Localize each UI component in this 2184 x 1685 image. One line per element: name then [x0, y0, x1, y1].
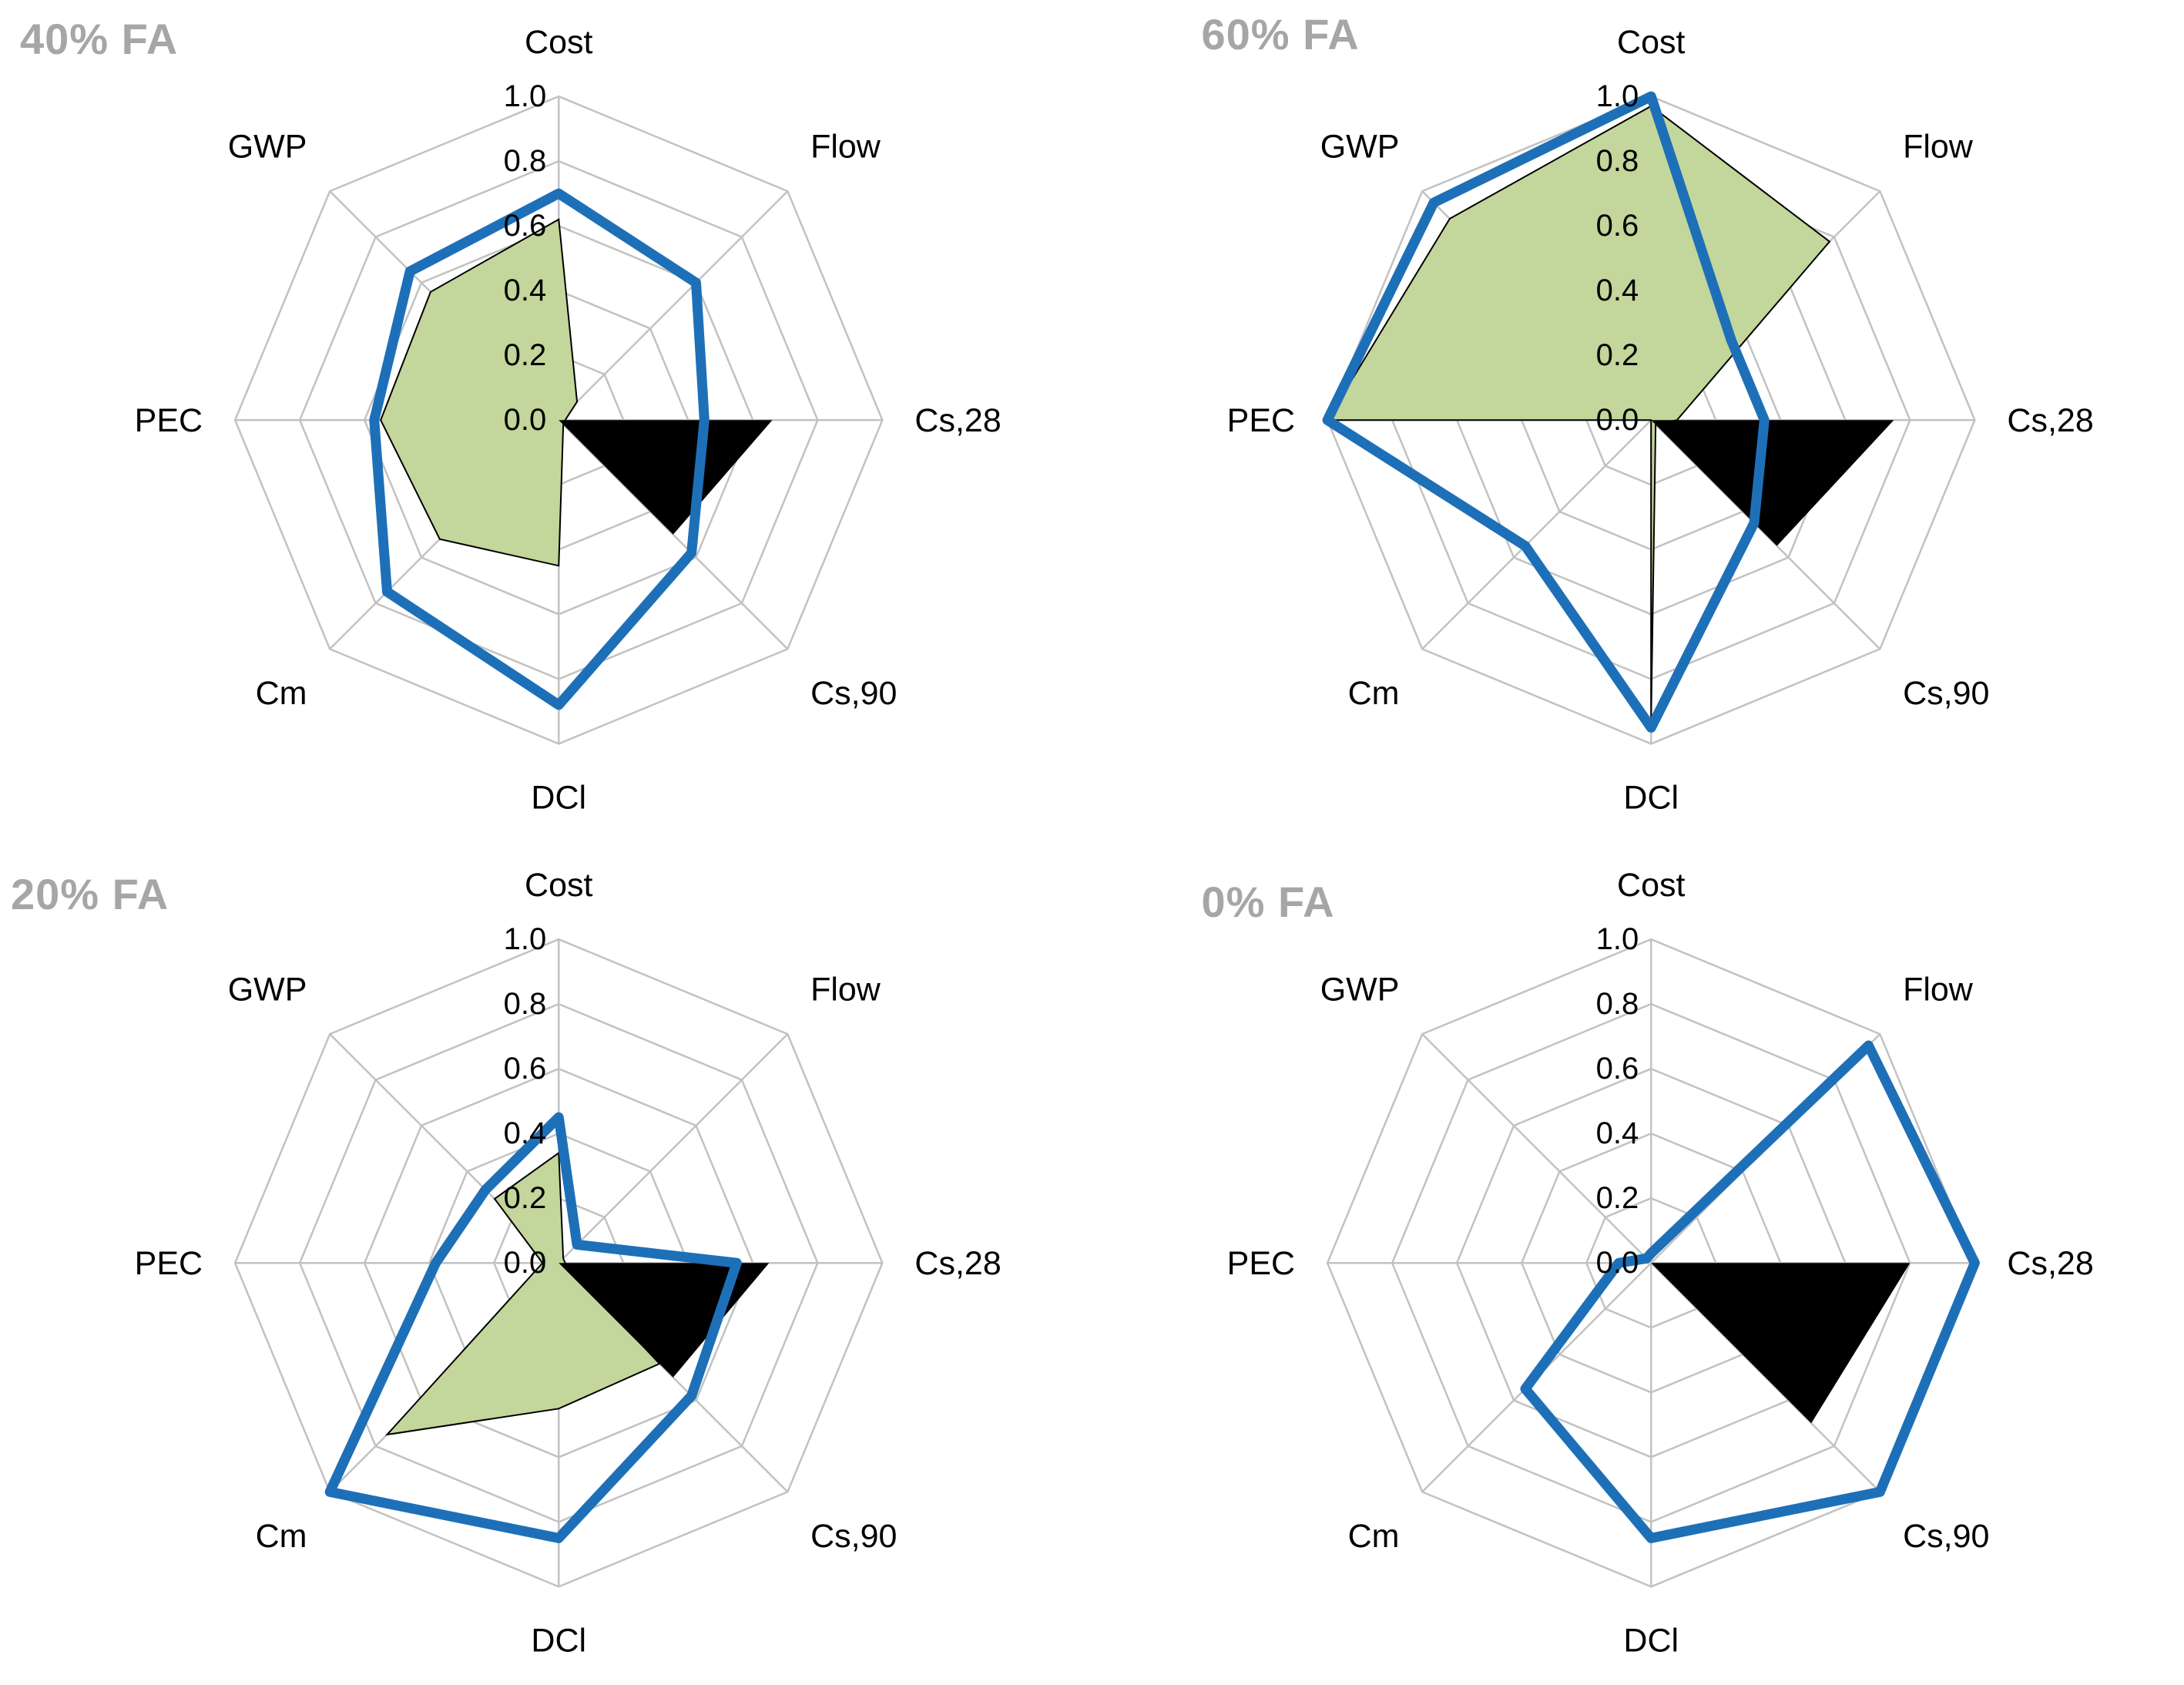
axis-spoke: [558, 1032, 789, 1264]
axis-label-cost: Cost: [525, 24, 592, 61]
radial-tick-label: 0.0: [1595, 403, 1639, 437]
axis-label-pec: PEC: [1226, 402, 1294, 439]
black-wedge-series: [559, 420, 773, 535]
radial-tick-label: 0.4: [1595, 274, 1639, 307]
axis-spoke: [1649, 419, 1880, 650]
axis-label-cs90: Cs,90: [1903, 675, 1989, 712]
grid-ring: [233, 95, 884, 745]
axis-label-cm: Cm: [1347, 675, 1399, 712]
grid-ring: [1585, 1197, 1717, 1329]
green-area-series: [380, 218, 579, 567]
axis-label-dcl: DCl: [1623, 779, 1679, 816]
black-wedge-series: [1650, 420, 1894, 546]
axis-label-flow: Flow: [1903, 128, 1974, 165]
grid-ring: [363, 224, 754, 616]
chart-title-40-fa: 40% FA: [20, 15, 179, 63]
blue-line-series: [324, 1112, 742, 1543]
radial-tick-label: 0.4: [1595, 1116, 1639, 1150]
axis-label-cost: Cost: [1617, 867, 1685, 904]
grid-ring: [1391, 1002, 1911, 1523]
axis-label-gwp: GWP: [1320, 971, 1399, 1008]
grid-ring: [1326, 95, 1976, 745]
blue-line-series: [369, 188, 710, 710]
axis-label-cs90: Cs,90: [810, 675, 897, 712]
axis-label-cost: Cost: [1617, 24, 1685, 61]
axis-label-dcl: DCl: [531, 1622, 586, 1659]
radial-tick-label: 0.8: [1595, 987, 1639, 1021]
axis-label-gwp: GWP: [1320, 128, 1399, 165]
axis-label-cm: Cm: [256, 1518, 307, 1555]
radial-tick-label: 1.0: [504, 79, 547, 113]
axis-label-dcl: DCl: [1623, 1622, 1679, 1659]
chart-title-20-fa: 20% FA: [11, 869, 169, 918]
radial-tick-label: 0.8: [504, 144, 547, 178]
radial-tick-label: 0.2: [504, 1181, 547, 1215]
axis-label-pec: PEC: [135, 1245, 203, 1282]
chart-title-0-fa: 0% FA: [1201, 877, 1335, 926]
axis-label-cm: Cm: [1347, 1518, 1399, 1555]
axis-label-dcl: DCl: [531, 779, 586, 816]
radial-tick-label: 0.0: [1595, 1246, 1639, 1280]
grid-ring: [1520, 1132, 1782, 1394]
radial-tick-label: 0.6: [504, 1052, 547, 1086]
axis-label-cs90: Cs,90: [1903, 1518, 1989, 1555]
axis-label-cm: Cm: [256, 675, 307, 712]
grid-ring: [298, 1002, 819, 1523]
radial-tick-label: 0.6: [504, 209, 547, 243]
chart-title-60-fa: 60% FA: [1201, 10, 1360, 59]
axis-spoke: [1421, 1032, 1652, 1264]
axis-label-gwp: GWP: [228, 971, 307, 1008]
grid-ring: [298, 159, 819, 680]
black-wedge-series: [559, 1262, 770, 1378]
radial-tick-label: 0.6: [1595, 209, 1639, 243]
axis-label-flow: Flow: [810, 971, 881, 1008]
radial-tick-label: 0.2: [1595, 338, 1639, 372]
radial-tick-label: 1.0: [1595, 922, 1639, 956]
blue-line-series: [1519, 1040, 1980, 1543]
axis-label-cs90: Cs,90: [810, 1518, 897, 1555]
axis-label-pec: PEC: [135, 402, 203, 439]
axis-spoke: [1421, 419, 1652, 650]
axis-label-flow: Flow: [1903, 971, 1974, 1008]
axis-spoke: [558, 190, 789, 421]
axis-label-pec: PEC: [1226, 1245, 1294, 1282]
radial-tick-label: 0.4: [504, 274, 547, 307]
axis-label-cs28: Cs,28: [914, 1245, 1001, 1282]
axis-label-flow: Flow: [810, 128, 881, 165]
radial-tick-label: 0.6: [1595, 1052, 1639, 1086]
radial-tick-label: 0.0: [504, 1246, 547, 1280]
axis-spoke: [1649, 1261, 1880, 1492]
axis-label-cs28: Cs,28: [914, 402, 1001, 439]
axis-label-gwp: GWP: [228, 128, 307, 165]
axis-label-cs28: Cs,28: [2007, 1245, 2093, 1282]
radial-tick-label: 1.0: [1595, 79, 1639, 113]
grid-ring: [233, 938, 884, 1588]
radial-tick-label: 0.8: [1595, 144, 1639, 178]
green-area-series: [384, 1151, 661, 1435]
black-wedge-series: [1650, 1262, 1910, 1423]
grid-ring: [1455, 1067, 1847, 1458]
radial-tick-label: 1.0: [504, 922, 547, 956]
blue-line-series: [1322, 91, 1770, 733]
radial-tick-label: 0.2: [504, 338, 547, 372]
radial-tick-label: 0.2: [1595, 1181, 1639, 1215]
radial-tick-label: 0.8: [504, 987, 547, 1021]
axis-label-cs28: Cs,28: [2007, 402, 2093, 439]
grid-ring: [363, 1067, 754, 1458]
axis-label-cost: Cost: [525, 867, 592, 904]
radial-tick-label: 0.4: [504, 1116, 547, 1150]
radial-tick-label: 0.0: [504, 403, 547, 437]
grid-ring: [1326, 938, 1976, 1588]
